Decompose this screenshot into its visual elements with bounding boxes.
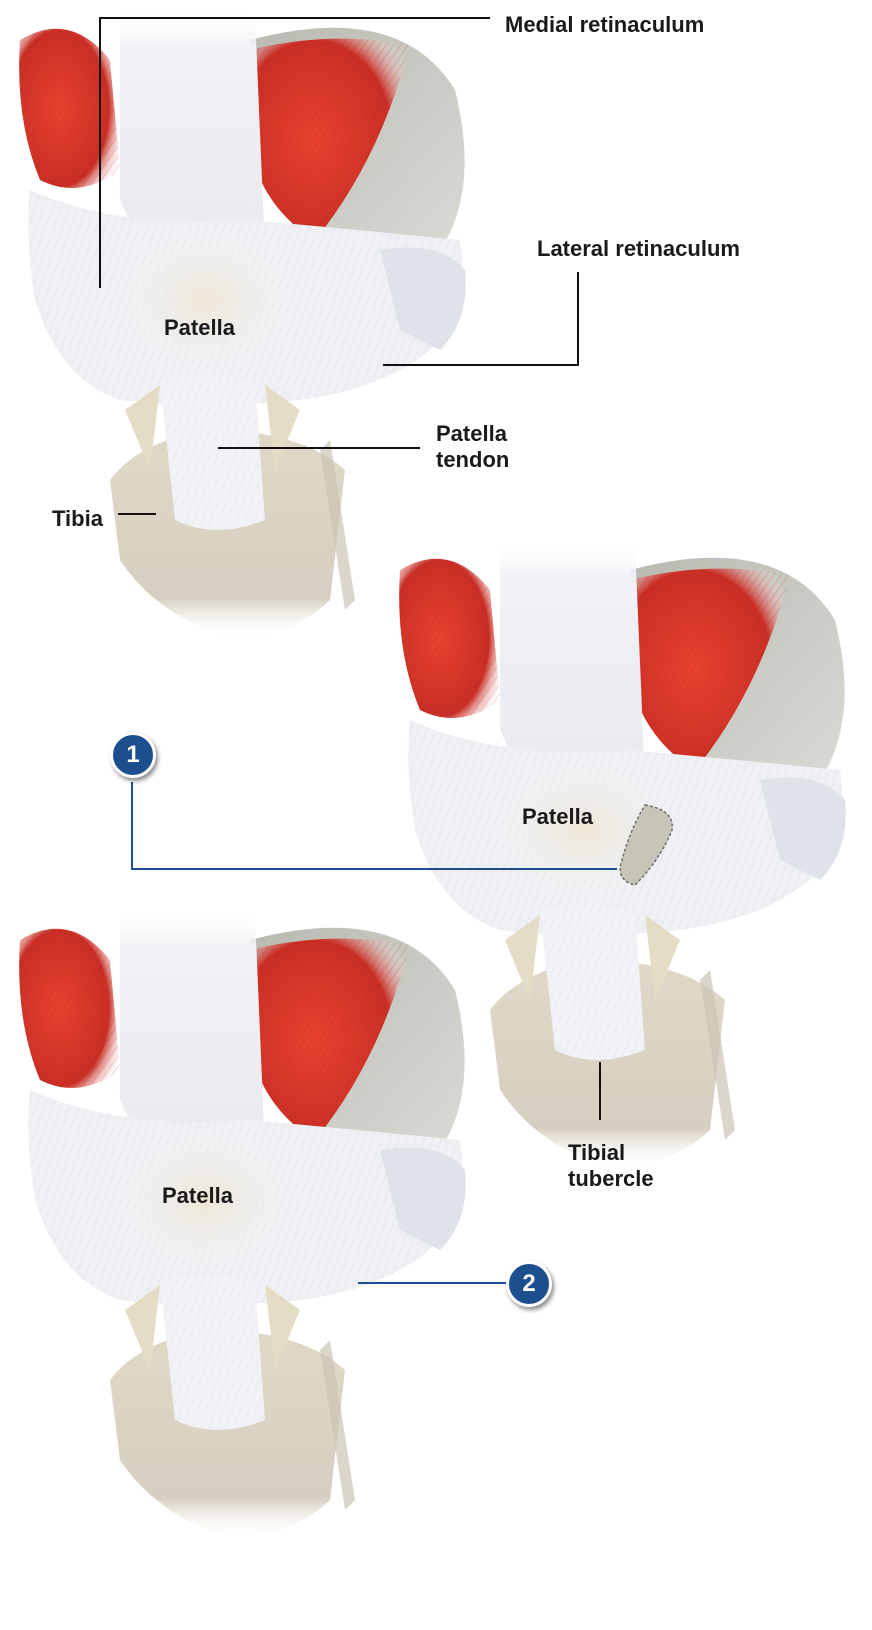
label-patella-middle: Patella bbox=[522, 804, 593, 830]
label-patella-bottom: Patella bbox=[162, 1183, 233, 1209]
knee-illustration-middle bbox=[399, 536, 846, 1170]
step-1-badge: 1 bbox=[110, 732, 156, 778]
knee-illustration-bottom bbox=[19, 906, 466, 1540]
step-2-badge: 2 bbox=[506, 1261, 552, 1307]
label-tibia: Tibia bbox=[52, 506, 103, 532]
label-medial-retinaculum: Medial retinaculum bbox=[505, 12, 704, 38]
label-tibial-tubercle: Tibial tubercle bbox=[568, 1140, 668, 1192]
label-lateral-retinaculum: Lateral retinaculum bbox=[537, 236, 740, 262]
label-patella-top: Patella bbox=[164, 315, 235, 341]
label-patella-tendon: Patella tendon bbox=[436, 421, 526, 473]
knee-illustration-top bbox=[19, 6, 466, 640]
